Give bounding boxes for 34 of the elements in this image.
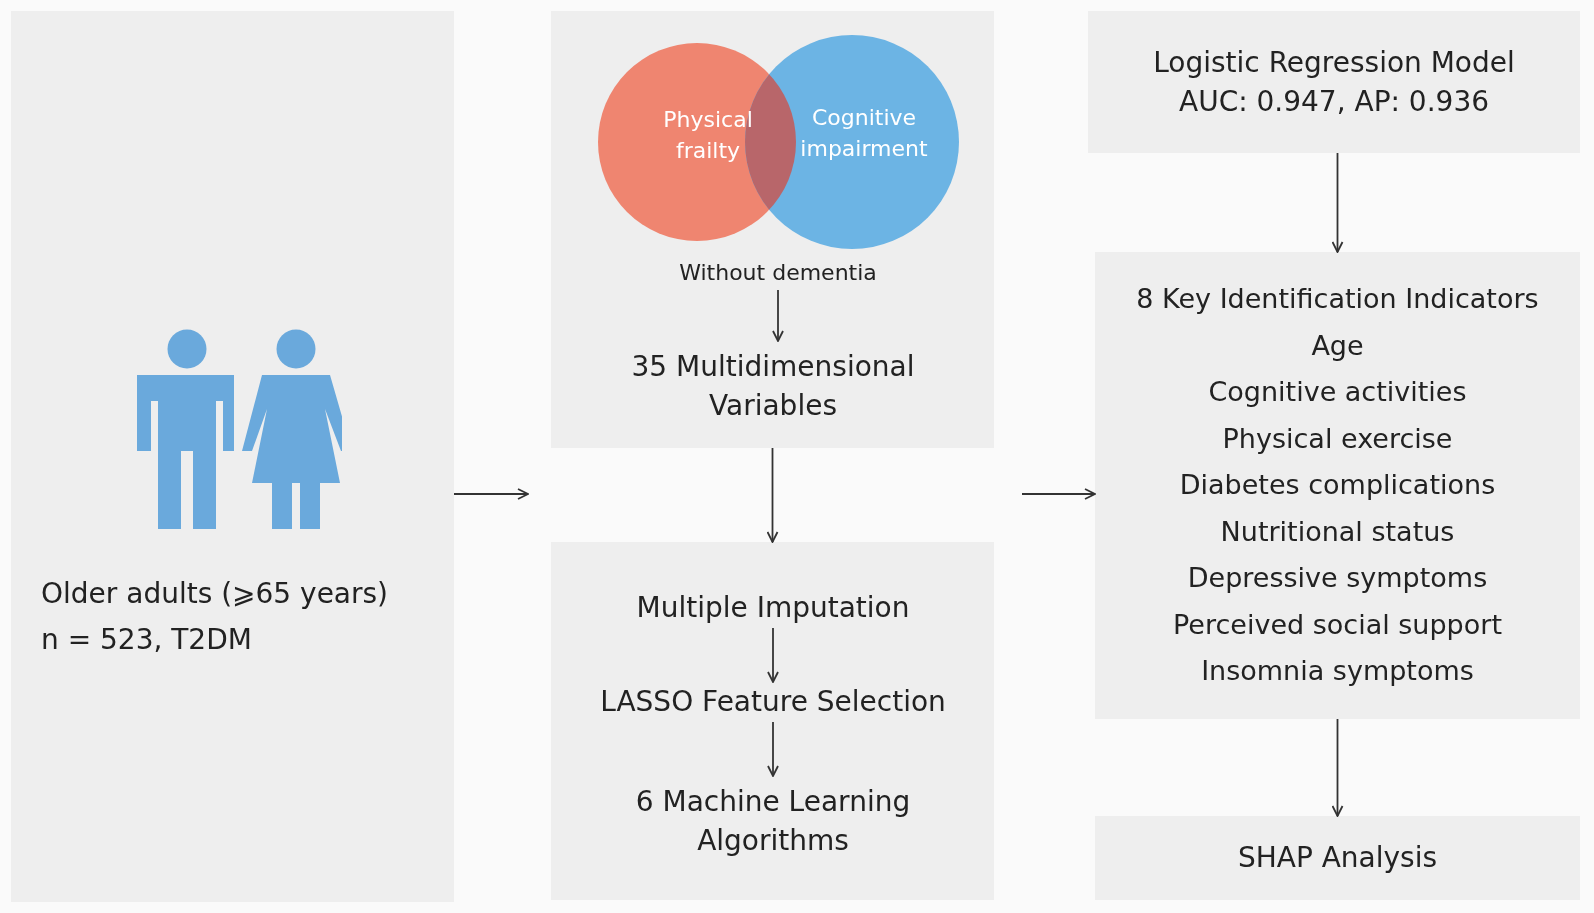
node-text: 6 Machine Learning Algorithms	[634, 783, 912, 859]
heading: 8 Key Identification Indicators	[1136, 282, 1539, 317]
panel	[1088, 11, 1580, 153]
arrow	[767, 721, 779, 777]
arrow	[767, 627, 779, 683]
node-text: Diabetes complications	[1179, 468, 1496, 503]
node-text: Depressive symptoms	[1187, 561, 1488, 596]
node-text: Older adults (⩾65 years)	[41, 576, 390, 612]
node-text: Nutritional status	[1220, 514, 1455, 549]
arrow	[453, 488, 529, 500]
panel	[551, 11, 994, 448]
panel	[1095, 816, 1580, 900]
circle-label: Cognitive impairment	[799, 104, 929, 163]
arrow	[1021, 488, 1096, 500]
arrow	[1331, 718, 1344, 817]
node-text: 35 Multidimensional Variables	[630, 348, 916, 424]
node-text: Multiple Imputation	[636, 590, 910, 627]
panel	[1095, 252, 1580, 719]
node-text: Without dementia	[679, 258, 877, 287]
circle-label: Physical frailty	[662, 106, 754, 165]
node-text: Cognitive activities	[1208, 375, 1467, 410]
arrow	[772, 289, 784, 342]
node-text: Logistic Regression Model AUC: 0.947, AP: 0.936	[1152, 44, 1516, 120]
node-text: Perceived social support	[1173, 607, 1502, 642]
node-text: Age	[1311, 328, 1364, 363]
node-text: SHAP Analysis	[1237, 840, 1438, 877]
node-text: Insomnia symptoms	[1201, 654, 1474, 689]
panel	[11, 11, 454, 902]
arrow	[1331, 152, 1344, 253]
node-text: n = 523, T2DM	[41, 622, 253, 658]
node-text: LASSO Feature Selection	[600, 684, 946, 721]
node-text: Physical exercise	[1222, 421, 1453, 456]
panel	[551, 542, 994, 900]
arrow	[766, 447, 779, 543]
